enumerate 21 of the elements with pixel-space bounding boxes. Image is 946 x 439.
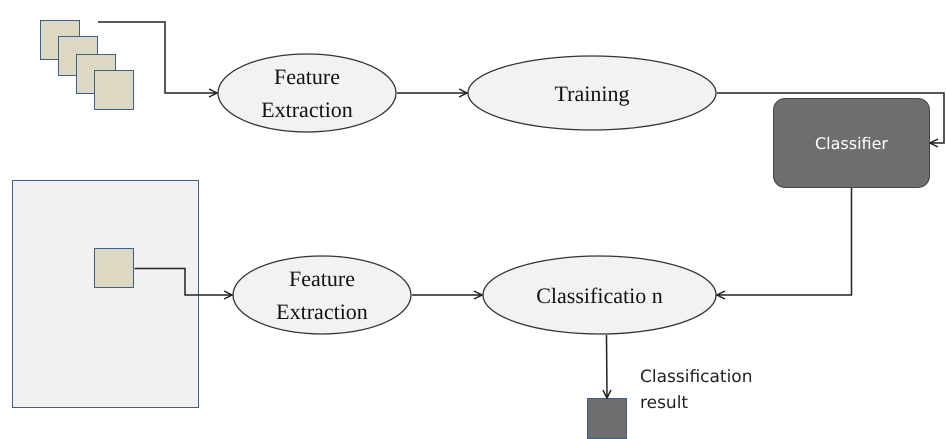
image-stack-drawing (40, 20, 134, 110)
process-ellipse (482, 255, 717, 335)
arrow (716, 188, 852, 300)
arrow (602, 335, 612, 399)
image-patch (94, 248, 134, 288)
process-label: Training (554, 80, 630, 108)
process-label: Feature Extraction (275, 265, 369, 326)
process-ellipse (467, 55, 717, 131)
image-frame (12, 180, 199, 408)
classifier-box: Classifier (773, 98, 930, 188)
arrow (717, 92, 945, 148)
arrow (397, 88, 468, 98)
process-ellipse (232, 255, 412, 335)
arrow (98, 21, 218, 98)
arrow (412, 290, 483, 300)
process-label: Classificatio n (535, 282, 664, 310)
arrow (134, 268, 233, 300)
result-caption: Classification result (640, 366, 754, 416)
process-ellipse (217, 53, 397, 133)
result-square (587, 398, 627, 439)
process-label: Feature Extraction (260, 63, 354, 124)
